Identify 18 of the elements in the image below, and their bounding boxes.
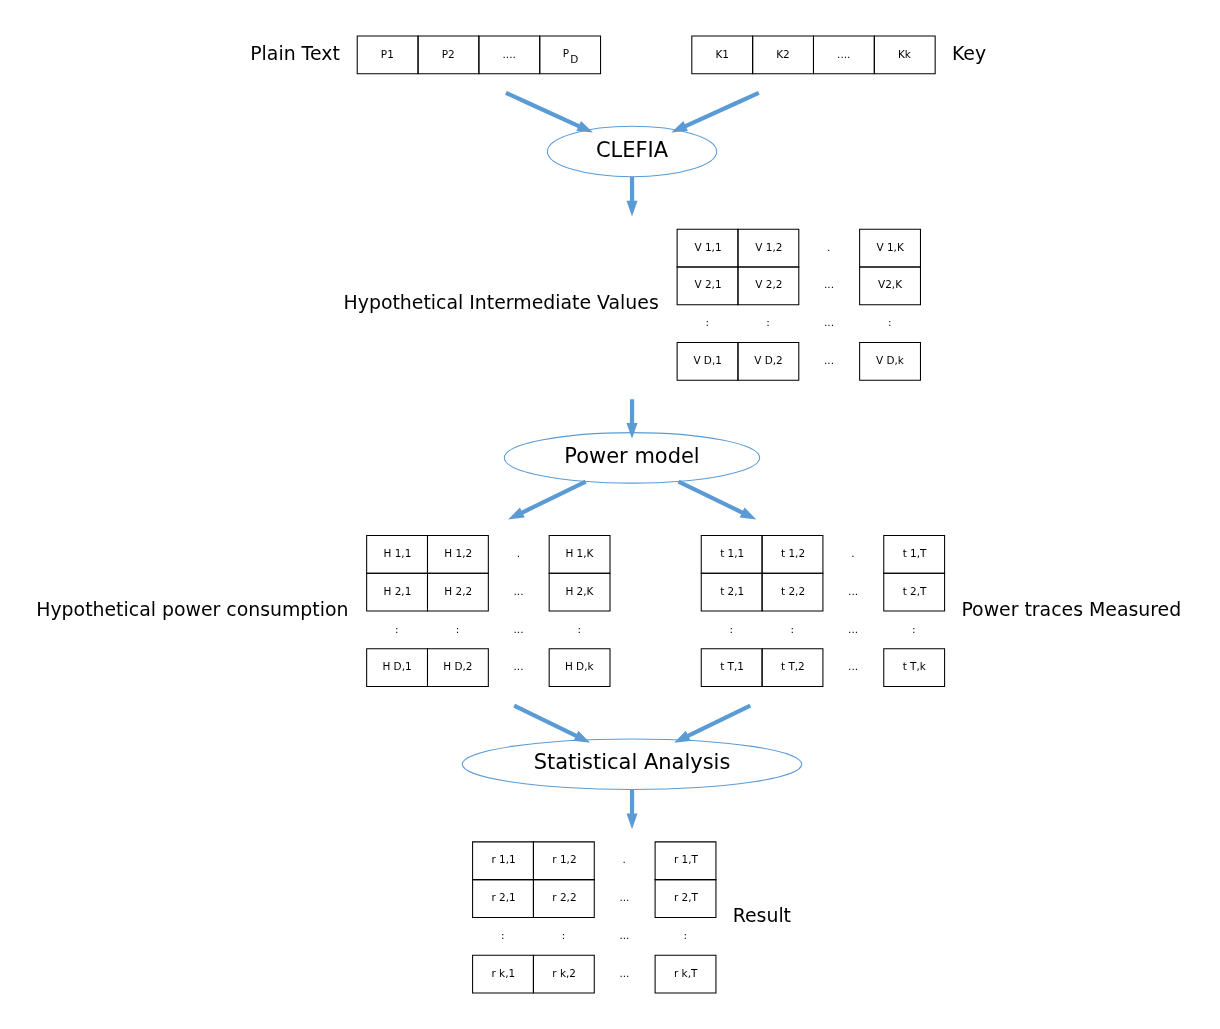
arrow	[674, 703, 752, 743]
arrow	[508, 479, 587, 520]
node-ellipse: CLEFIA	[546, 125, 718, 178]
node-ellipse: Statistical Analysis	[461, 738, 803, 790]
arrow	[671, 90, 760, 133]
arrow	[505, 90, 594, 133]
node-label: Plain Text	[250, 41, 340, 64]
node-label: Key	[951, 41, 987, 64]
node-ellipse: Power model	[503, 432, 761, 484]
arrow	[626, 789, 638, 830]
node-label: Power traces Measured	[961, 597, 1182, 620]
arrow	[513, 703, 591, 743]
arrow	[626, 176, 638, 217]
node-label: Result	[732, 904, 792, 927]
arrow	[626, 399, 638, 439]
arrow	[677, 479, 757, 520]
node-label: Hypothetical power consumption	[36, 597, 349, 620]
node-label: Hypothetical Intermediate Values	[343, 291, 659, 314]
